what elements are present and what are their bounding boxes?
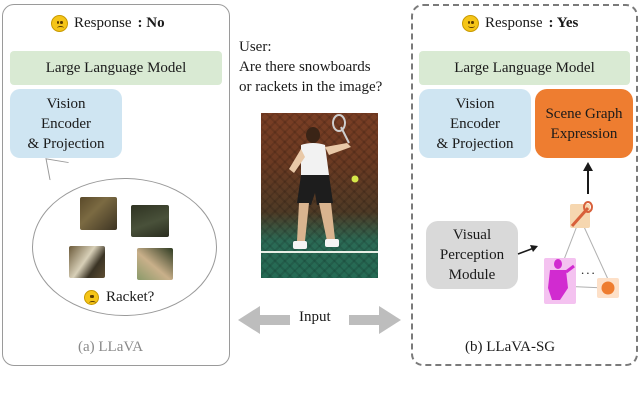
right-response-value: : Yes xyxy=(548,15,579,31)
graph-node-person xyxy=(544,258,576,304)
graph-node-racket xyxy=(570,201,593,228)
scene-graph-diagram xyxy=(517,201,619,304)
right-llm-box: Large Language Model xyxy=(419,51,630,85)
left-vision-line-1: Vision xyxy=(46,95,86,112)
left-response-label: Response xyxy=(74,15,132,31)
user-line-2: Are there snowboards xyxy=(239,59,371,75)
perception-line-1: Visual xyxy=(452,227,492,243)
image-patch xyxy=(131,205,169,237)
sad-face-icon xyxy=(51,15,68,32)
user-line-1: User: xyxy=(239,39,272,55)
input-arrow-right xyxy=(349,306,401,334)
image-patch xyxy=(80,197,117,230)
left-response-value: : No xyxy=(137,15,165,31)
racket-question-text: Racket? xyxy=(106,289,155,305)
image-patch xyxy=(137,248,173,280)
thought-bubble xyxy=(32,178,217,316)
tennis-player-figure xyxy=(289,114,359,249)
perception-to-graph-arrowhead xyxy=(530,245,538,252)
left-vision-encoder-box: Vision Encoder & Projection xyxy=(10,89,122,158)
left-caption: (a) LLaVA xyxy=(78,339,144,355)
llava-panel xyxy=(2,4,230,366)
scene-graph-line-2: Expression xyxy=(550,125,618,142)
right-response: Response : Yes xyxy=(462,15,578,32)
graph-edge xyxy=(579,217,613,289)
image-patch xyxy=(69,246,105,278)
left-llm-label: Large Language Model xyxy=(45,60,187,76)
confused-face-icon xyxy=(84,290,99,305)
perception-line-3: Module xyxy=(448,267,496,283)
up-arrow-icon xyxy=(583,162,593,194)
graph-node-ball xyxy=(597,278,619,298)
smiley-face-icon xyxy=(462,15,479,32)
input-arrow-left xyxy=(238,306,290,334)
right-vision-line-1: Vision xyxy=(455,95,495,112)
right-vision-line-2: Encoder xyxy=(450,115,500,132)
graph-ellipsis: ... xyxy=(581,262,597,277)
user-question: User: Are there snowboards or rackets in… xyxy=(239,37,382,97)
left-response: Response : No xyxy=(51,15,165,32)
left-vision-line-2: Encoder xyxy=(41,115,91,132)
right-response-label: Response xyxy=(485,15,543,31)
llava-sg-panel xyxy=(411,4,638,366)
thought-bubble-tail xyxy=(45,158,73,184)
perception-line-2: Perception xyxy=(439,247,505,263)
right-llm-label: Large Language Model xyxy=(454,60,595,76)
right-caption: (b) LLaVA-SG xyxy=(465,339,556,355)
left-vision-line-3: & Projection xyxy=(27,135,105,152)
tennis-photo xyxy=(261,113,378,278)
scene-graph-line-1: Scene Graph xyxy=(545,105,623,122)
scene-graph-box: Scene Graph Expression xyxy=(535,89,633,158)
user-line-3: or rackets in the image? xyxy=(239,79,383,95)
left-llm-box: Large Language Model xyxy=(10,51,222,85)
racket-question: Racket? xyxy=(84,289,154,306)
court-line xyxy=(261,251,378,253)
input-label: Input xyxy=(299,309,331,325)
right-vision-encoder-box: Vision Encoder & Projection xyxy=(419,89,531,158)
right-vision-line-3: & Projection xyxy=(436,135,514,152)
perception-to-graph-arrow xyxy=(517,247,535,255)
visual-perception-module-box: Visual Perception Module xyxy=(426,221,518,289)
